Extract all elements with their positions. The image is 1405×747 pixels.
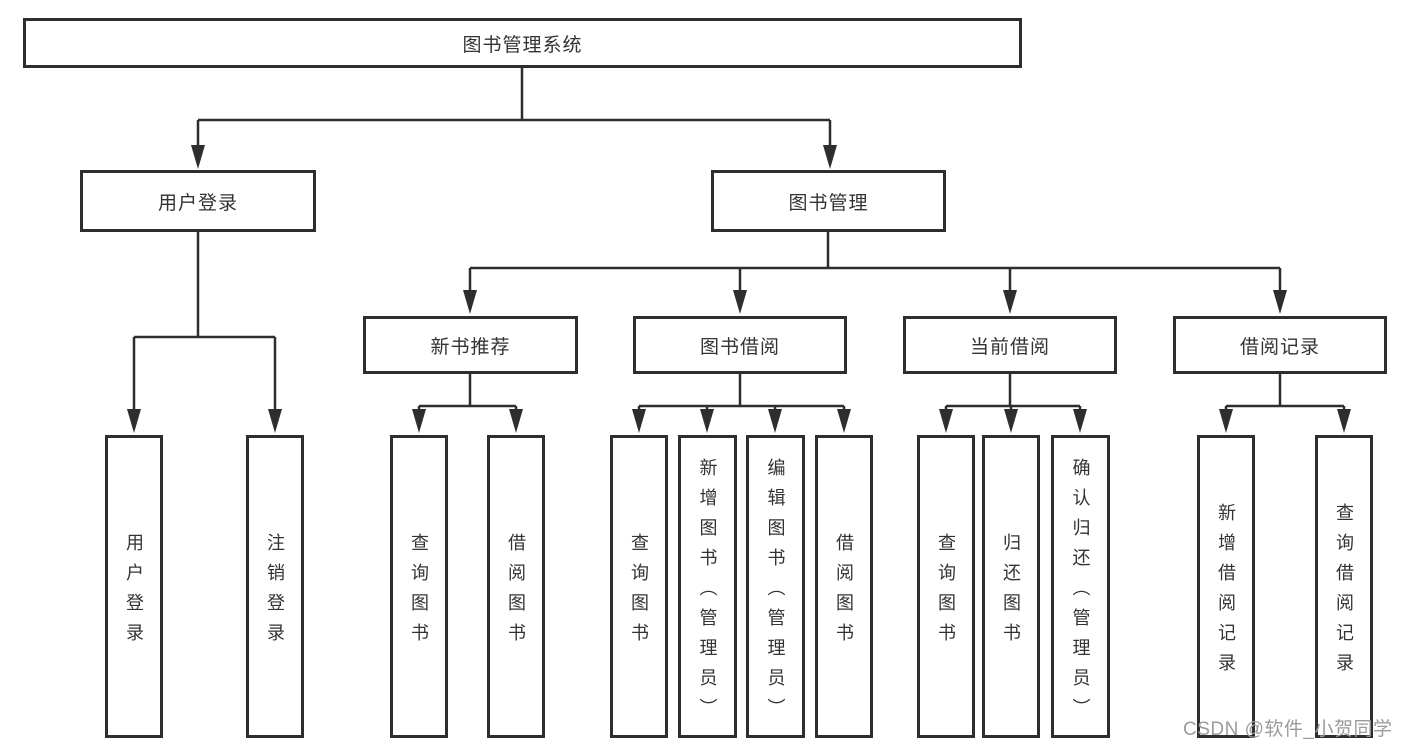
node-current-borrow-label: 当前借阅: [969, 336, 1050, 358]
arrowhead-icon: [1003, 290, 1017, 314]
connector-user-login-to-leaves: [127, 232, 282, 433]
leaf-user-login: 用户登录: [105, 435, 163, 738]
leaf-label: 新增图书（管理员）: [697, 457, 718, 728]
arrowhead-icon: [1004, 409, 1018, 433]
connector-root-to-level2: [191, 68, 837, 169]
node-root: 图书管理系统: [23, 18, 1022, 68]
arrowhead-icon: [837, 409, 851, 433]
leaf-label: 确认归还（管理员）: [1070, 457, 1091, 728]
leaf-add-borrow-record: 新增借阅记录: [1197, 435, 1255, 738]
arrowhead-icon: [1219, 409, 1233, 433]
leaf-return-books: 归还图书: [982, 435, 1040, 738]
leaf-label: 查询图书: [409, 532, 429, 653]
leaf-confirm-return-admin: 确认归还（管理员）: [1051, 435, 1110, 738]
csdn-watermark: CSDN @软件_小贺同学: [1183, 719, 1393, 740]
arrowhead-icon: [939, 409, 953, 433]
leaf-query-books-3: 查询图书: [917, 435, 975, 738]
node-borrow-records-label: 借阅记录: [1239, 336, 1320, 358]
leaf-query-borrow-record: 查询借阅记录: [1315, 435, 1373, 738]
leaf-label: 注销登录: [265, 532, 285, 653]
leaf-borrow-books-2: 借阅图书: [815, 435, 873, 738]
node-root-label: 图书管理系统: [462, 34, 583, 56]
arrowhead-icon: [268, 409, 282, 433]
leaf-edit-books-admin: 编辑图书（管理员）: [746, 435, 805, 738]
connector-new-book-to-leaves: [412, 374, 523, 433]
arrowhead-icon: [191, 145, 205, 169]
arrowhead-icon: [463, 290, 477, 314]
leaf-query-books-1: 查询图书: [390, 435, 448, 738]
node-borrow-records: 借阅记录: [1173, 316, 1387, 374]
arrowhead-icon: [1073, 409, 1087, 433]
arrowhead-icon: [700, 409, 714, 433]
connector-borrow-records-to-leaves: [1219, 374, 1351, 433]
arrowhead-icon: [823, 145, 837, 169]
connector-current-borrow-to-leaves: [939, 374, 1087, 433]
node-new-book-recommend-label: 新书推荐: [430, 336, 511, 358]
leaf-logout: 注销登录: [246, 435, 304, 738]
node-book-management-label: 图书管理: [788, 192, 869, 214]
node-user-login-label: 用户登录: [157, 192, 238, 214]
node-current-borrow: 当前借阅: [903, 316, 1117, 374]
leaf-label: 查询图书: [629, 532, 649, 653]
node-book-borrow-label: 图书借阅: [699, 336, 780, 358]
node-new-book-recommend: 新书推荐: [363, 316, 578, 374]
leaf-query-books-2: 查询图书: [610, 435, 668, 738]
leaf-add-books-admin: 新增图书（管理员）: [678, 435, 737, 738]
arrowhead-icon: [768, 409, 782, 433]
connector-book-management-to-level3: [463, 232, 1287, 314]
arrowhead-icon: [127, 409, 141, 433]
leaf-label: 归还图书: [1001, 532, 1021, 653]
leaf-label: 编辑图书（管理员）: [765, 457, 786, 728]
arrowhead-icon: [733, 290, 747, 314]
node-user-login: 用户登录: [80, 170, 316, 232]
leaf-label: 借阅图书: [834, 532, 854, 653]
arrowhead-icon: [632, 409, 646, 433]
leaf-label: 借阅图书: [506, 532, 526, 653]
leaf-label: 新增借阅记录: [1216, 502, 1236, 683]
arrowhead-icon: [509, 409, 523, 433]
leaf-borrow-books-1: 借阅图书: [487, 435, 545, 738]
connector-book-borrow-to-leaves: [632, 374, 851, 433]
leaf-label: 查询借阅记录: [1334, 502, 1354, 683]
node-book-borrow: 图书借阅: [633, 316, 847, 374]
arrowhead-icon: [412, 409, 426, 433]
leaf-label: 用户登录: [124, 532, 144, 653]
arrowhead-icon: [1273, 290, 1287, 314]
arrowhead-icon: [1337, 409, 1351, 433]
leaf-label: 查询图书: [936, 532, 956, 653]
node-book-management: 图书管理: [711, 170, 946, 232]
